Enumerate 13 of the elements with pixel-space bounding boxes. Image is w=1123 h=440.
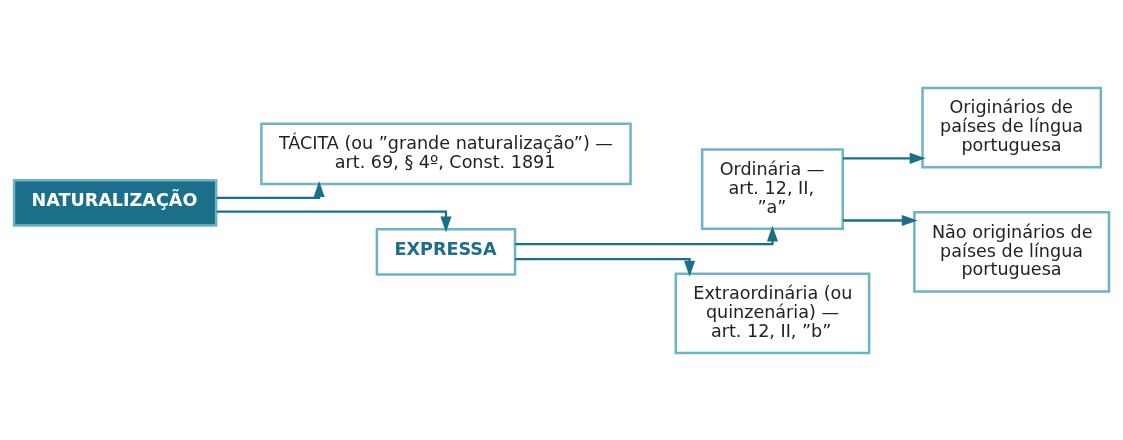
node-box: TÁCITA (ou ”grande naturalização”) — art. 69, § 4º, Const. 1891 <box>260 122 632 185</box>
arrow <box>842 214 918 226</box>
node-box: Ordinária — art. 12, II, ”a” <box>700 147 845 230</box>
arrow <box>515 257 696 277</box>
node-box: NATURALIZAÇÃO <box>12 178 218 227</box>
node-box: Não originários de países de língua portuguesa <box>913 210 1111 293</box>
node-box: Extraordinária (ou quinzenária) — art. 12, II, ”b” <box>674 272 871 354</box>
arrow <box>216 210 452 232</box>
node-box: Originários de países de língua portuguesa <box>921 86 1103 168</box>
arrow <box>515 225 778 245</box>
arrow <box>216 180 325 199</box>
node-box: EXPRESSA <box>375 227 517 276</box>
arrow <box>842 152 926 164</box>
